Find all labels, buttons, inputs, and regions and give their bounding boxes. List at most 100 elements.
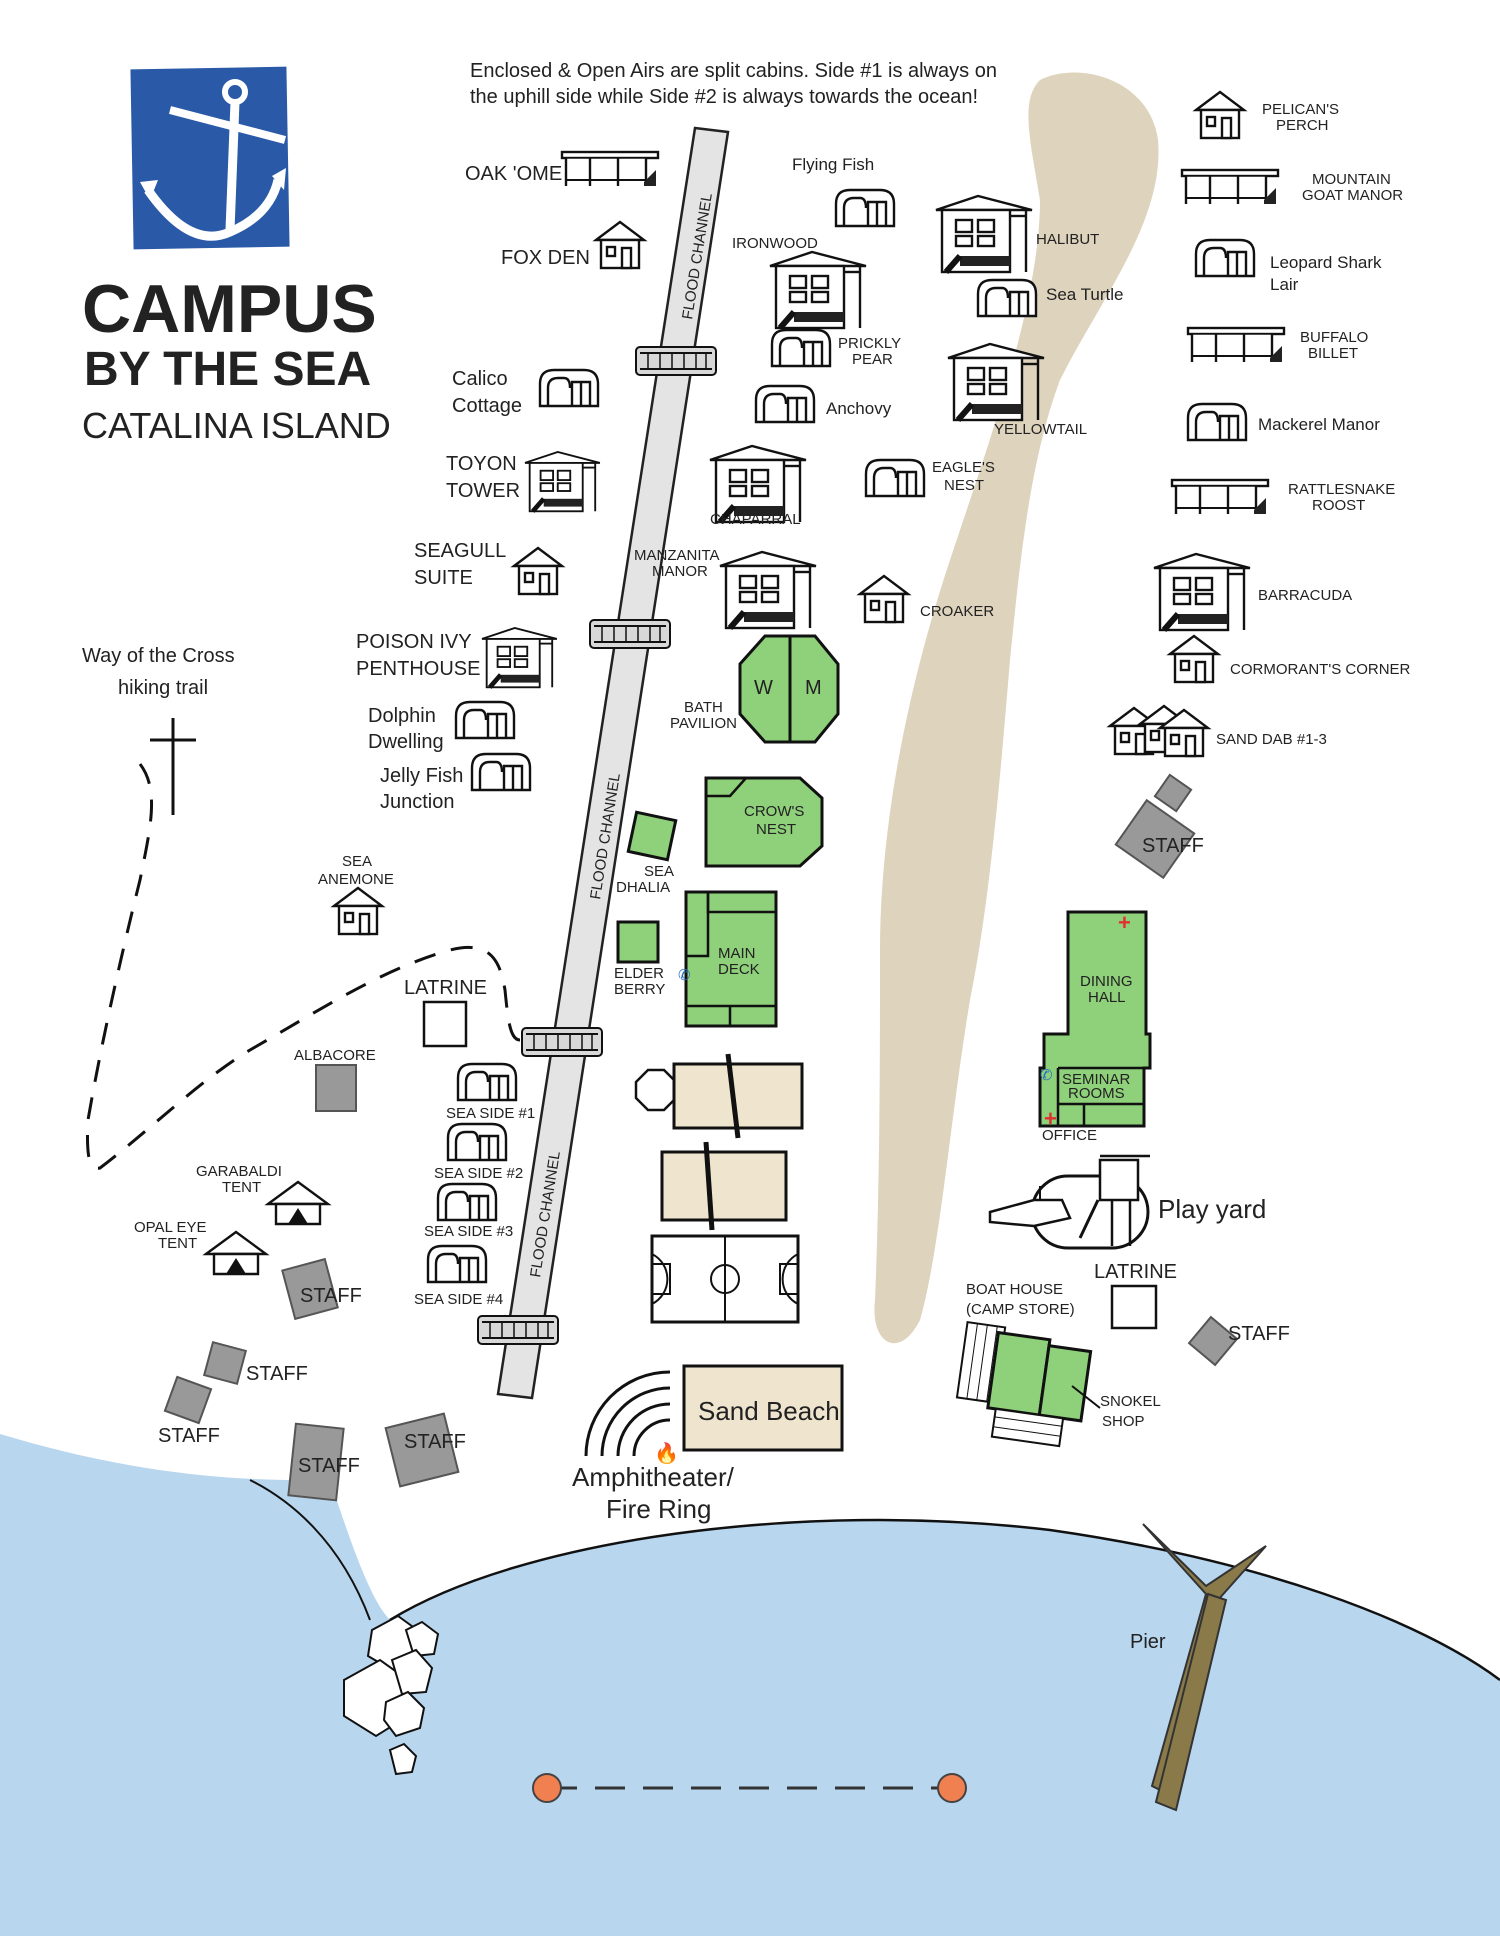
mackerel-manor-hut-icon xyxy=(1186,402,1248,442)
manzanita-label-1: MANZANITA xyxy=(634,547,720,564)
halibut-label: HALIBUT xyxy=(1036,231,1099,248)
dolphin-dwelling-label-1: Dolphin xyxy=(368,705,436,727)
amphitheater-label-1: Amphitheater/ xyxy=(572,1462,735,1492)
poison-ivy-penthouse-lodge-icon xyxy=(482,628,557,687)
fire-ring-icon: 🔥 xyxy=(654,1441,679,1465)
note-line1: Enclosed & Open Airs are split cabins. S… xyxy=(470,60,997,82)
anchovy-hut-icon xyxy=(754,384,816,424)
eagles-nest-hut-icon xyxy=(864,458,926,498)
poison-ivy-label-2: PENTHOUSE xyxy=(356,658,480,680)
main-deck-label-2: DECK xyxy=(718,961,760,978)
poison-ivy-label-1: POISON IVY xyxy=(356,631,472,653)
brand-title-line1: CAMPUS xyxy=(82,271,377,347)
croaker-cabin-icon xyxy=(858,574,910,624)
hiking-trail xyxy=(86,763,521,1170)
bridge-3 xyxy=(521,1027,603,1057)
seminar-rooms-label-2: ROOMS xyxy=(1068,1085,1125,1102)
swim-buoy-line xyxy=(532,1773,967,1803)
sea-anemone-label-2: ANEMONE xyxy=(318,871,394,888)
latrine-left-label: LATRINE xyxy=(404,977,487,999)
ocean xyxy=(0,1434,1500,1936)
way-of-cross-label-1: Way of the Cross xyxy=(82,645,235,667)
snokel-shop-label-2: SHOP xyxy=(1102,1413,1145,1430)
manzanita-manor-lodge-icon xyxy=(720,552,816,628)
latrine-right-label: LATRINE xyxy=(1094,1261,1177,1283)
prickly-pear-label-2: PEAR xyxy=(852,351,893,368)
staff-label: STAFF xyxy=(300,1285,362,1307)
cormorants-corner-cabin-icon xyxy=(1168,634,1220,684)
bath-w-label: W xyxy=(754,677,773,699)
boat-house-label-2: (CAMP STORE) xyxy=(966,1301,1075,1318)
latrine-right-building xyxy=(1110,1284,1158,1330)
flood-channel xyxy=(496,126,730,1400)
opal-eye-label-1: OPAL EYE xyxy=(134,1219,207,1236)
anchovy-label: Anchovy xyxy=(826,399,892,418)
pelicans-perch-label-1: PELICAN'S xyxy=(1262,101,1339,118)
sea-anemone-label-1: SEA xyxy=(342,853,372,870)
sea-side-1-label: SEA SIDE #1 xyxy=(446,1105,535,1122)
chaparral-label: CHAPARRAL xyxy=(710,511,801,528)
staff-building-3: STAFF xyxy=(158,1375,220,1447)
phone-icon-seminar: ✆ xyxy=(1040,1067,1053,1084)
croaker-label: CROAKER xyxy=(920,603,994,620)
toyon-tower-label-2: TOWER xyxy=(446,480,520,502)
oakome-cabin-icon xyxy=(560,150,660,188)
bridge-1 xyxy=(635,346,717,376)
sea-side-4-hut-icon xyxy=(426,1244,488,1284)
staff-label: STAFF xyxy=(298,1455,360,1477)
leopard-shark-label-2: Lair xyxy=(1270,275,1299,294)
staff-label: STAFF xyxy=(404,1431,466,1453)
crows-nest-label-1: CROW'S xyxy=(744,803,804,820)
dolphin-dwelling-label-2: Dwelling xyxy=(368,731,444,753)
brand-title-line2: BY THE SEA xyxy=(84,343,371,396)
cross-icon xyxy=(150,718,196,815)
eagles-nest-label-2: NEST xyxy=(944,477,984,494)
phone-icon-main-deck: ✆ xyxy=(678,967,691,984)
bridge-4 xyxy=(477,1315,559,1345)
staff-building-4: STAFF xyxy=(287,1422,360,1502)
seagull-suite-label-1: SEAGULL xyxy=(414,540,506,562)
brand-subtitle: CATALINA ISLAND xyxy=(82,405,391,446)
bridge-2 xyxy=(589,619,671,649)
pier-label: Pier xyxy=(1130,1631,1166,1653)
prickly-pear-label-1: PRICKLY xyxy=(838,335,901,352)
albacore-label: ALBACORE xyxy=(294,1047,376,1064)
main-deck-label-1: MAIN xyxy=(718,945,756,962)
pelicans-perch-cabin-icon xyxy=(1194,90,1246,140)
note-line2: the uphill side while Side #2 is always … xyxy=(470,86,978,108)
crows-nest-label-2: NEST xyxy=(756,821,796,838)
staff-label: STAFF xyxy=(246,1363,308,1385)
sand-dab-cabins-icon xyxy=(1108,704,1210,758)
main-deck-building: MAIN DECK xyxy=(684,890,778,1028)
buffalo-billet-label-1: BUFFALO xyxy=(1300,329,1368,346)
flying-fish-label: Flying Fish xyxy=(792,155,874,174)
eagles-nest-label-1: EAGLE'S xyxy=(932,459,995,476)
volleyball-court-1 xyxy=(672,1053,804,1139)
snokel-shop-label-1: SNOKEL xyxy=(1100,1393,1161,1410)
mountain-goat-label-1: MOUNTAIN xyxy=(1312,171,1391,188)
sea-turtle-hut-icon xyxy=(976,278,1038,318)
gaga-pit xyxy=(634,1068,678,1112)
play-yard xyxy=(988,1154,1150,1250)
rocks xyxy=(343,1614,440,1776)
elder-berry-label-2: BERRY xyxy=(614,981,665,998)
calico-cottage-label-2: Cottage xyxy=(452,395,522,417)
toyon-tower-lodge-icon xyxy=(525,452,600,511)
flying-fish-hut-icon xyxy=(834,188,896,228)
staff-building-6: STAFF xyxy=(1114,773,1204,880)
mountain-goat-manor-cabin-icon xyxy=(1180,168,1280,206)
amphitheater-icon xyxy=(584,1370,671,1457)
bath-pavilion-label-1: BATH xyxy=(684,699,723,716)
latrine-left-building xyxy=(422,1000,468,1048)
sand-dab-label: SAND DAB #1-3 xyxy=(1216,731,1327,748)
staff-label: STAFF xyxy=(1142,835,1204,857)
bath-pavilion-building: W M xyxy=(738,634,840,744)
staff-building-5: STAFF xyxy=(384,1412,466,1488)
barracuda-label: BARRACUDA xyxy=(1258,587,1352,604)
sea-side-2-hut-icon xyxy=(446,1122,508,1162)
opal-eye-label-2: TENT xyxy=(158,1235,197,1252)
sea-side-4-label: SEA SIDE #4 xyxy=(414,1291,503,1308)
prickly-pear-hut-icon xyxy=(770,328,832,368)
staff-building-7: STAFF xyxy=(1187,1315,1290,1367)
